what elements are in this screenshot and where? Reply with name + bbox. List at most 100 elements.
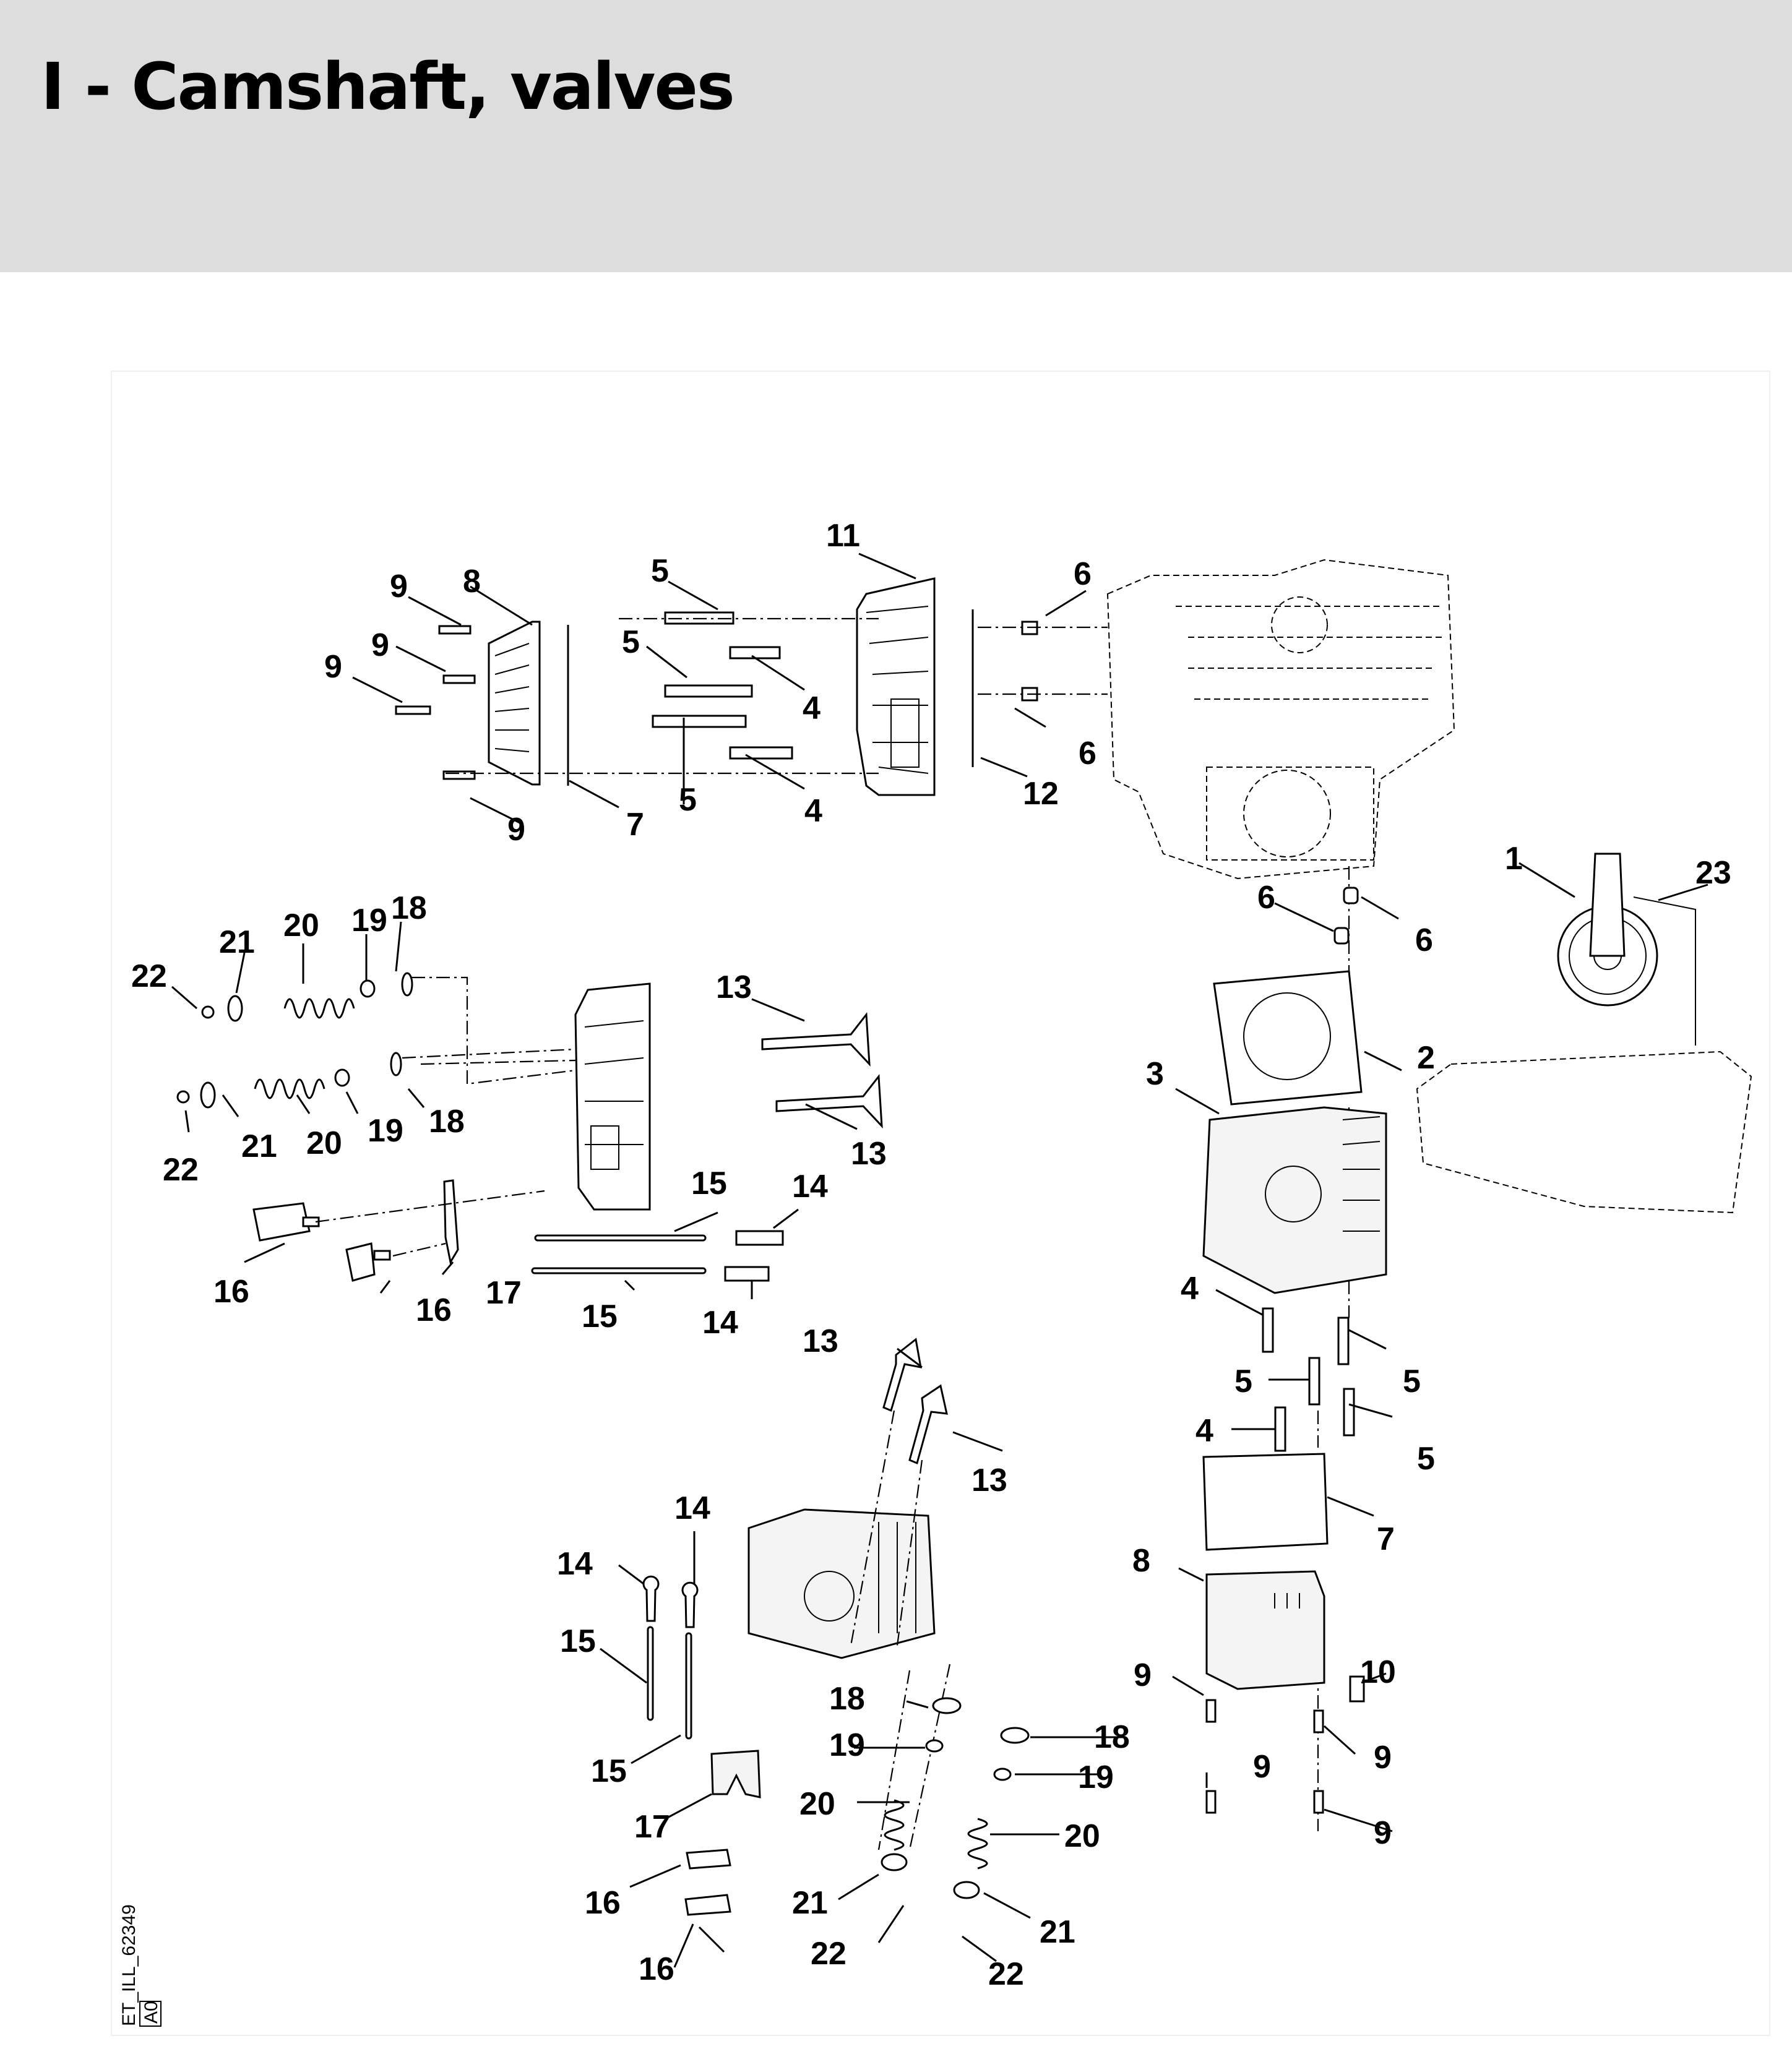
camshaft-assembly [1557,853,1658,1007]
callout-13: 13 [716,969,752,1005]
callout-7: 7 [626,807,644,843]
callout-9: 9 [507,812,525,848]
callout-2: 2 [1417,1040,1435,1076]
cover-screws-top [395,625,476,780]
callout-4: 4 [804,793,822,829]
rocker-arms-bottom [684,1849,731,1916]
callout-6: 6 [1415,922,1433,958]
callout-9: 9 [1374,1740,1392,1776]
callout-20: 20 [283,908,319,943]
cylinder-head-side-view [856,577,936,796]
callout-13: 13 [851,1136,887,1172]
callout-6: 6 [1079,736,1096,771]
dowel-pins-right [1333,887,1359,945]
valves-bottom [882,1338,948,1465]
valve-springs-bottom-right [953,1727,1030,1899]
callout-15: 15 [691,1166,727,1201]
leader-lines [171,552,1708,1968]
callout-21: 21 [1040,1914,1075,1950]
callout-17: 17 [634,1809,670,1845]
callout-9: 9 [390,569,408,604]
exploded-parts-diagram: 11 9 8 5 6 9 5 9 4 6 5 4 12 9 7 1 23 6 6… [0,272,1792,2059]
callout-5: 5 [622,624,640,660]
cover-screws-right [1205,1699,1324,1814]
callout-15: 15 [591,1753,627,1789]
callout-9: 9 [1134,1657,1152,1693]
callout-20: 20 [306,1125,342,1161]
callout-9: 9 [371,627,389,663]
illustration-reference: ET_ILL_62349 A0 [119,1904,162,2027]
callout-19: 19 [351,903,387,939]
callout-16: 16 [213,1274,249,1310]
callout-16: 16 [416,1292,452,1328]
callout-6: 6 [1074,556,1092,592]
callout-15: 15 [560,1623,596,1659]
callout-13: 13 [803,1323,838,1359]
callout-20: 20 [1064,1818,1100,1854]
callout-10: 10 [1360,1654,1396,1690]
cylinder-head-middle-view [574,982,651,1211]
pushrod-guide-plate [710,1750,761,1798]
callout-5: 5 [1417,1441,1435,1477]
cylinder-head-right [1202,1106,1387,1294]
callout-16: 16 [639,1951,674,1987]
callout-22: 22 [811,1936,846,1972]
valves-middle [761,1012,883,1129]
callout-8: 8 [1132,1543,1150,1579]
callout-18: 18 [1094,1719,1130,1755]
callout-19: 19 [368,1113,403,1149]
valve-springs-upper [201,972,413,1022]
valve-springs-bottom-left [881,1697,962,1871]
crankcase-ghost [1106,559,1455,880]
callout-8: 8 [463,564,481,599]
pushrods-middle [531,1234,707,1274]
callout-11: 11 [826,518,860,554]
callout-17: 17 [486,1275,522,1311]
header-bar: I - Camshaft, valves [0,0,1792,272]
pushrods-bottom [647,1626,692,1740]
valve-cover-side-view [488,621,541,786]
callout-22: 22 [988,1956,1024,1992]
callout-21: 21 [241,1128,277,1164]
page-title: I - Camshaft, valves [41,49,735,124]
callout-21: 21 [219,924,255,960]
callout-12: 12 [1023,776,1059,812]
callout-3: 3 [1146,1056,1164,1092]
callout-15: 15 [582,1299,618,1334]
callout-14: 14 [674,1490,710,1526]
callout-9: 9 [1253,1749,1271,1785]
callout-23: 23 [1695,855,1731,891]
callout-5: 5 [679,782,697,818]
callout-18: 18 [829,1681,865,1717]
valve-springs-lower [176,1052,402,1109]
callout-14: 14 [702,1305,738,1341]
revision-code: A0 [141,2001,162,2024]
callout-5: 5 [651,553,669,589]
callout-4: 4 [1195,1413,1213,1449]
callout-22: 22 [163,1152,199,1188]
head-bolts-right [1262,1307,1355,1452]
cylinder-head-bottom-view [747,1508,936,1659]
callout-18: 18 [429,1104,465,1140]
callout-14: 14 [792,1169,828,1205]
callout-22: 22 [131,958,167,994]
callout-13: 13 [971,1463,1007,1498]
callout-21: 21 [792,1885,828,1921]
callout-14: 14 [557,1546,593,1582]
callout-19: 19 [1078,1759,1114,1795]
breather-tube [1349,1675,1365,1703]
rocker-arms-middle [252,1179,459,1282]
callout-5: 5 [1403,1364,1421,1399]
callout-9: 9 [1374,1815,1392,1851]
callout-4: 4 [1181,1271,1199,1307]
valve-cover-right [1205,1570,1325,1690]
callout-20: 20 [799,1786,835,1822]
callout-19: 19 [829,1727,865,1763]
callout-9: 9 [324,649,342,685]
reference-code: ET_ILL_62349 [119,1904,139,2026]
callout-6: 6 [1257,880,1275,916]
callout-5: 5 [1234,1364,1252,1399]
callout-16: 16 [585,1885,621,1921]
valve-cover-gasket-right [1202,1453,1329,1551]
cylinder-head-gasket-right [1213,970,1363,1106]
